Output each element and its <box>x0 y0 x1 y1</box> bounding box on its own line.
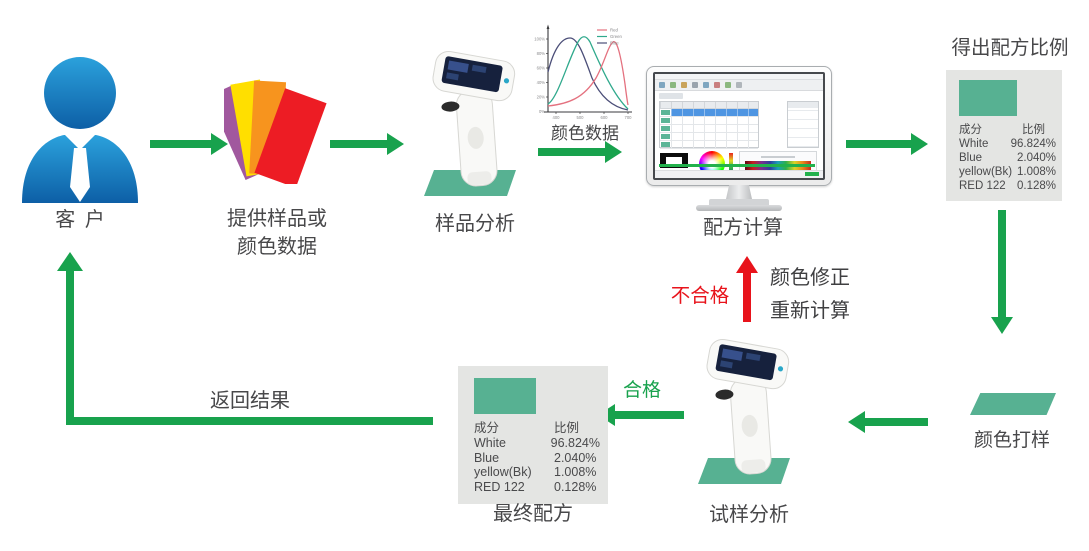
provide-sample-label: 提供样品或 颜色数据 <box>227 208 327 258</box>
svg-text:700: 700 <box>625 115 633 120</box>
screen-status-bar <box>655 170 823 178</box>
customer-label: 客 户 <box>55 209 107 231</box>
monitor-screen <box>653 72 825 180</box>
arrow-computer-to-result <box>846 133 928 155</box>
screen-progress-bar <box>659 164 815 167</box>
arrow-trial-to-final <box>598 404 684 426</box>
not-qualified-label: 不合格 <box>670 285 730 307</box>
svg-text:600: 600 <box>601 115 609 120</box>
monitor-frame <box>646 66 832 186</box>
svg-text:100%: 100% <box>534 37 545 42</box>
monitor-stand-foot <box>696 205 782 211</box>
computer-monitor <box>646 66 832 211</box>
arrow-colordata-to-computer <box>538 141 622 163</box>
arrow-return-horizontal <box>66 417 433 425</box>
monitor-stand-base <box>709 199 769 205</box>
color-sample-cards-icon <box>224 79 327 184</box>
spectrophotometer-icon <box>424 50 516 196</box>
arrow-not-qualified <box>736 256 758 322</box>
color-proof-chip <box>970 393 1056 415</box>
svg-text:20%: 20% <box>537 95 546 100</box>
color-data-label: 颜色数据 <box>551 124 619 143</box>
formula-result-title: 得出配方比例 <box>951 37 1069 59</box>
color-proofing-label: 颜色打样 <box>973 430 1050 451</box>
svg-text:Blue: Blue <box>610 41 619 46</box>
svg-text:40%: 40% <box>537 80 546 85</box>
svg-text:500: 500 <box>577 115 585 120</box>
trial-analysis-label: 试样分析 <box>709 504 789 526</box>
monitor-stand-neck <box>726 185 752 199</box>
formula-calculation-label: 配方计算 <box>703 217 783 239</box>
final-formula-label: 最终配方 <box>493 503 573 525</box>
final-color-swatch <box>474 378 536 414</box>
arrow-result-to-proofing <box>991 210 1013 334</box>
screen-menubar <box>655 74 823 80</box>
arrow-proofing-to-trial <box>848 411 928 433</box>
chart-legend: Red Green Blue <box>597 28 623 46</box>
sample-analysis-label: 样品分析 <box>435 213 515 235</box>
correction-label: 颜色修正 重新计算 <box>770 267 850 322</box>
screen-data-table <box>659 101 759 149</box>
svg-text:400: 400 <box>553 115 561 120</box>
qualified-label: 合格 <box>622 380 661 401</box>
spectral-curves-chart: 100% 80% 60% 40% 20% 0% 400 500 600 700 … <box>534 24 633 120</box>
arrow-return-vertical <box>66 270 74 425</box>
svg-text:60%: 60% <box>537 66 546 71</box>
svg-text:Green: Green <box>610 34 623 39</box>
customer-icon <box>22 57 138 203</box>
return-result-label: 返回结果 <box>210 390 290 412</box>
trial-spectrophotometer-icon <box>698 338 790 484</box>
screen-tab <box>659 93 683 99</box>
arrow-customer-to-sample <box>150 133 228 155</box>
result-color-swatch <box>959 80 1017 116</box>
screen-toolbar <box>655 80 823 91</box>
svg-text:80%: 80% <box>537 51 546 56</box>
arrow-sample-to-analysis <box>330 133 404 155</box>
svg-text:0%: 0% <box>539 109 545 114</box>
svg-text:Red: Red <box>610 28 618 33</box>
screen-side-panel <box>787 101 819 148</box>
arrow-return-head <box>57 252 83 271</box>
